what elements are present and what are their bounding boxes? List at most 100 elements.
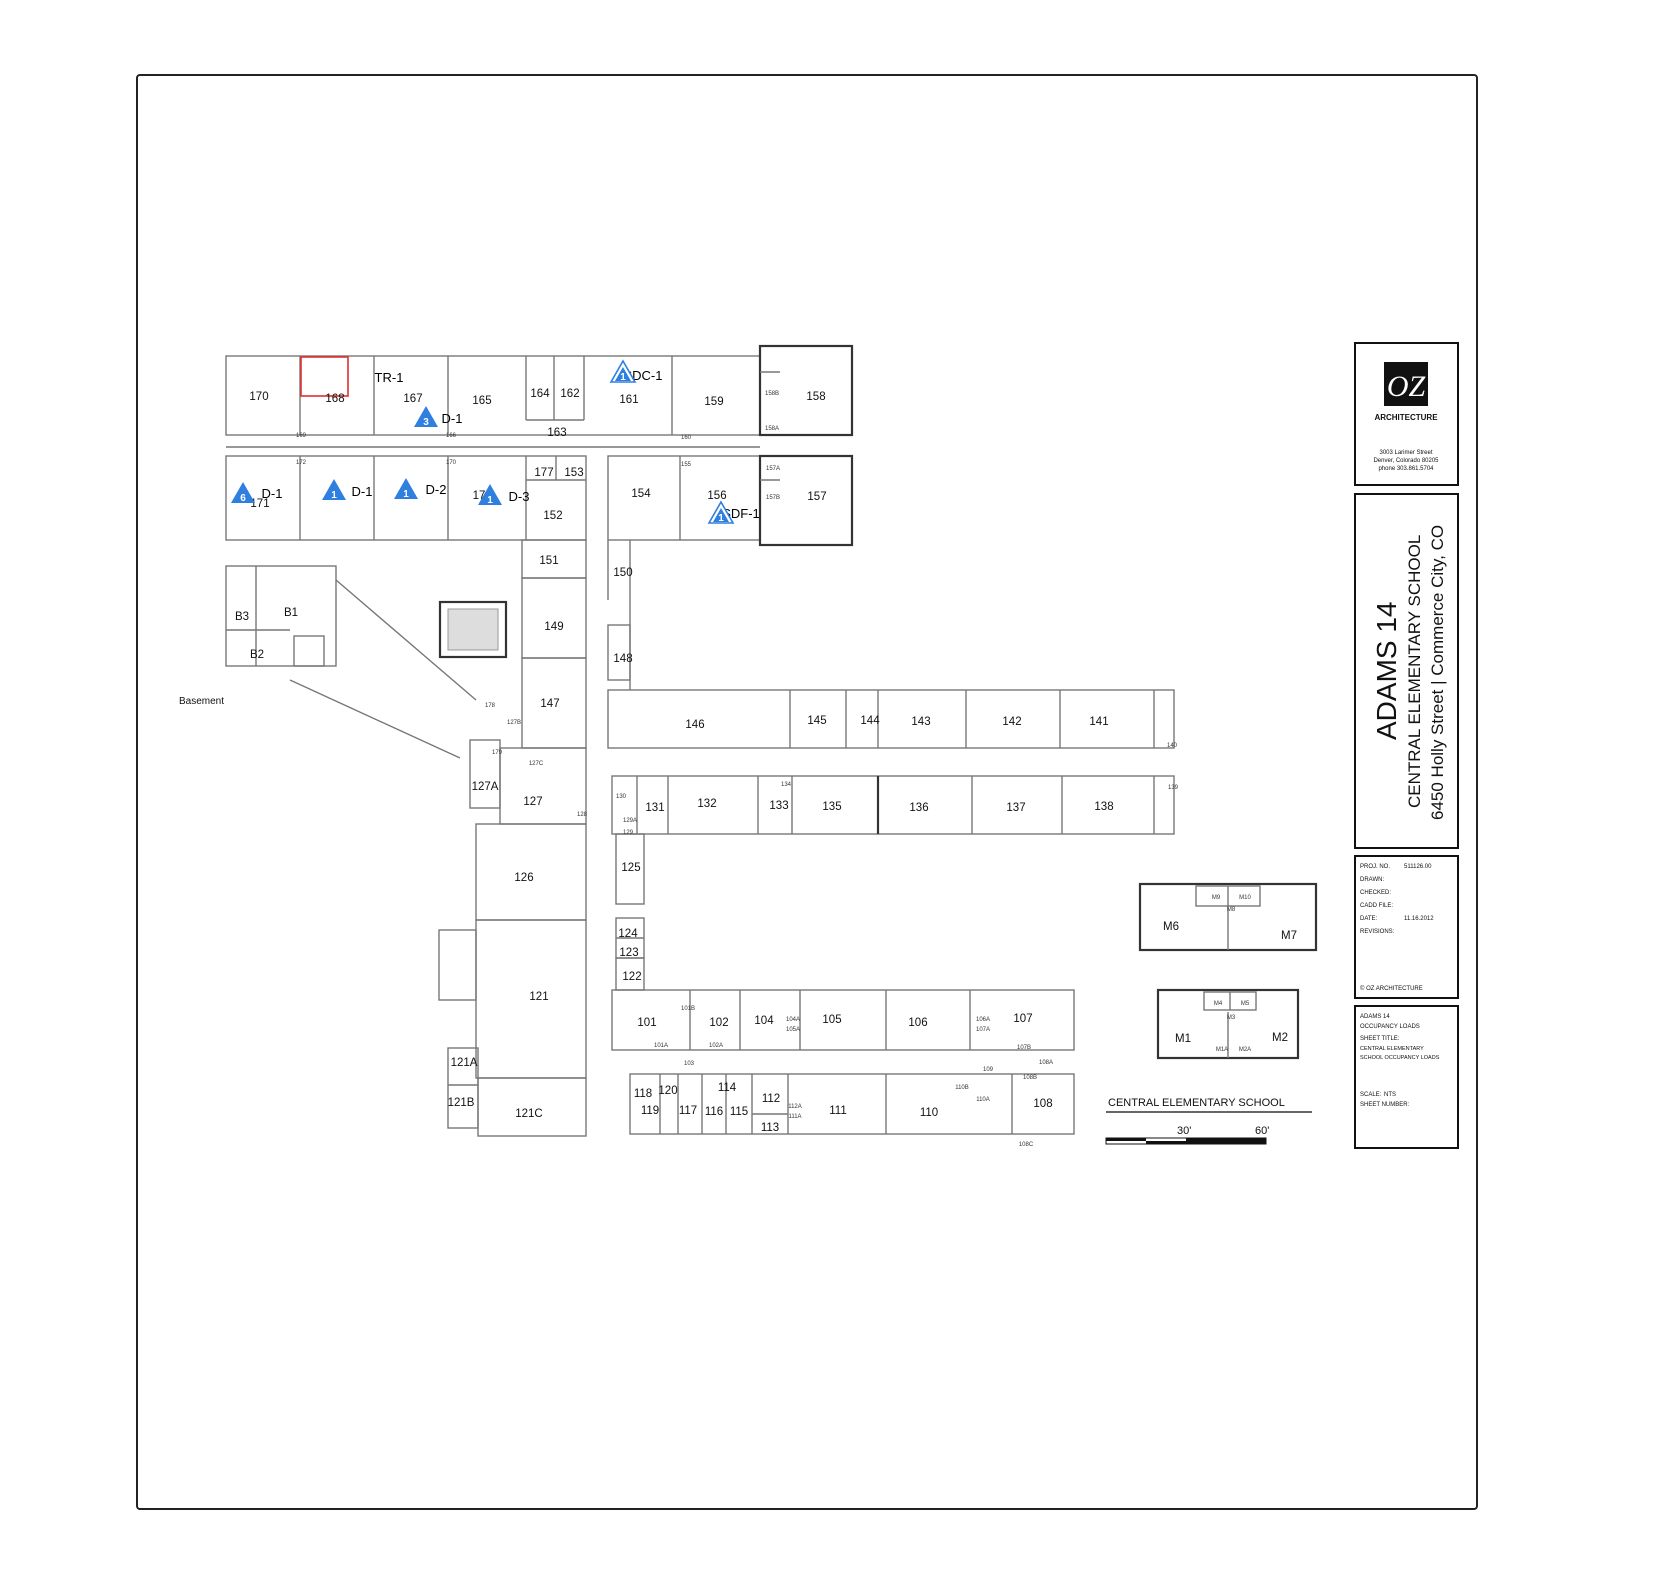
triangle-icon [394,478,418,499]
room-label: 149 [544,621,563,633]
scale-label-30: 30' [1177,1125,1191,1137]
proj-no-label: PROJ. NO. [1360,864,1390,870]
small-room-label: 103 [684,1061,695,1067]
small-room-label: 172 [296,460,307,466]
project-subtitle: CENTRAL ELEMENTARY SCHOOL [1405,535,1424,808]
room-label: 143 [911,716,930,728]
marker-number: 1 [620,372,626,383]
room-label: 144 [860,715,880,727]
room-label: 133 [769,800,788,812]
room-label: 177 [534,467,553,479]
occupancy-marker[interactable]: 6 [231,482,255,504]
small-room-label: 129 [623,830,634,836]
small-room-label: 169 [296,433,307,439]
address-line-2: Denver, Colorado 80205 [1373,458,1439,464]
triangle-fill-icon [615,367,631,381]
room-label: 112 [762,1093,780,1105]
room-label: 141 [1089,716,1108,728]
room-label: 150 [613,567,632,579]
door-tag: D-1 [352,484,373,499]
date-label: DATE: [1360,916,1378,922]
room-label: 162 [560,388,579,400]
small-room-label: 134 [781,782,792,788]
small-room-label: 158B [765,391,779,397]
small-room-label: 112A [788,1104,802,1110]
small-room-label: 158A [765,426,779,432]
small-room-label: M2A [1239,1047,1251,1053]
triangle-icon [231,482,255,503]
marker-number: 1 [718,513,724,524]
small-room-label: 106A [976,1017,990,1023]
room-label: 117 [679,1105,697,1117]
highlight-room-box[interactable] [300,356,349,397]
room-label: 104 [754,1015,774,1027]
occupancy-marker[interactable]: 1 [478,484,502,506]
room-label: 153 [564,467,583,479]
room-label: B1 [284,607,298,619]
sheet-title-label: SHEET TITLE: [1360,1036,1400,1042]
small-room-label: 160 [681,435,692,441]
room-label: 161 [619,394,638,406]
door-tag: D-1 [442,411,463,426]
room-label: 113 [761,1122,779,1134]
small-room-label: 140 [1167,743,1178,749]
plan-caption: CENTRAL ELEMENTARY SCHOOL [1108,1097,1285,1109]
room-label: 156 [707,490,726,502]
occupancy-marker[interactable]: 1 [394,478,418,500]
room-label: 158 [806,391,825,403]
room-label: 127 [523,796,542,808]
triangle-icon [322,479,346,500]
small-room-label: 129A [623,818,637,824]
project-title: ADAMS 14 [1371,602,1402,741]
basement-label: Basement [179,696,224,707]
small-room-label: 102A [709,1043,723,1049]
small-room-label: 110A [976,1097,990,1103]
room-label: 107 [1013,1013,1032,1025]
small-room-label: 127B [507,720,521,726]
room-label: 126 [514,872,533,884]
small-room-label: 101B [681,1006,695,1012]
room-label: 151 [539,555,558,567]
room-label: 164 [530,388,550,400]
occupancy-marker[interactable]: 1 [707,500,735,524]
room-label: 168 [325,393,344,405]
plan-walls [225,344,1318,1145]
room-label: 132 [697,798,716,810]
room-label: 154 [631,488,651,500]
small-room-label: 104A [786,1017,800,1023]
room-label: 131 [645,802,664,814]
occupancy-marker[interactable]: 1 [609,359,637,383]
small-room-label: 166 [446,433,457,439]
proj-no: 511126.00 [1404,864,1432,870]
room-label: 121A [451,1057,478,1069]
small-room-label: M1A [1216,1047,1228,1053]
room-label: 165 [472,395,491,407]
small-room-label: 139 [1168,785,1179,791]
occupancy-markers: 1 3 6 1 1 1 1 [231,359,735,524]
date-value: 11.16.2012 [1404,916,1434,922]
small-room-label: 109 [983,1067,994,1073]
small-room-label: 179 [492,750,503,756]
room-label: 115 [730,1106,748,1118]
small-room-label: 107A [976,1027,990,1033]
room-label: 110 [920,1107,938,1119]
room-label: 108 [1033,1098,1052,1110]
occupancy-marker[interactable]: 3 [414,406,438,428]
room-label: 114 [718,1082,737,1094]
small-room-label: M8 [1227,907,1236,913]
room-label: 118 [634,1088,652,1100]
scale-label-60: 60' [1255,1125,1269,1137]
door-tag: SDF-1 [722,506,760,521]
small-room-label: 101A [654,1043,668,1049]
small-room-label: 127C [529,761,544,767]
door-tag: TR-1 [375,370,404,385]
small-room-label: 107B [1017,1045,1031,1051]
occupancy-marker[interactable]: 1 [322,479,346,501]
room-label: 159 [704,396,723,408]
logo-text: ARCHITECTURE [1374,413,1438,422]
sheet-title-2: SCHOOL OCCUPANCY LOADS [1360,1055,1440,1061]
room-label: 146 [685,719,704,731]
small-room-label: M10 [1239,895,1251,901]
